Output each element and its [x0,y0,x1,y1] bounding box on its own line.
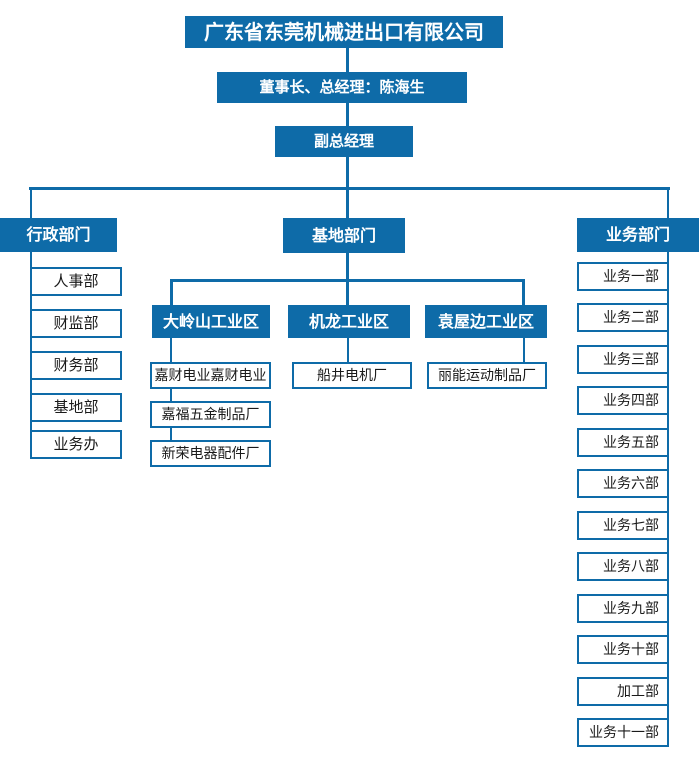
connector-zone1-spine [170,338,172,442]
connector-zone3-spine [523,338,525,363]
admin-child-box: 财监部 [30,309,122,338]
connector-business-spine [667,187,669,733]
connector-zone2-drop [346,279,349,306]
business-child-box: 业务一部 [577,262,669,291]
business-child-box: 业务七部 [577,511,669,540]
factory-box: 嘉财电业嘉财电业 [150,362,271,389]
connector-zone1-drop [170,279,173,306]
factory-box: 新荣电器配件厂 [150,440,271,467]
admin-child-box: 财务部 [30,351,122,380]
deputy-manager-box: 副总经理 [275,126,413,157]
zone-header-dalingshan: 大岭山工业区 [152,305,270,338]
admin-child-box: 基地部 [30,393,122,422]
business-child-box: 业务二部 [577,303,669,332]
connector-trunk-chairman-deputy [346,103,349,126]
connector-trunk-title-chairman [346,46,349,72]
factory-box: 船井电机厂 [292,362,412,389]
business-child-box: 业务十部 [577,635,669,664]
business-child-box: 业务六部 [577,469,669,498]
business-child-box: 业务九部 [577,594,669,623]
chairman-box: 董事长、总经理：陈海生 [217,72,467,103]
factory-box: 丽能运动制品厂 [427,362,547,389]
admin-department-header: 行政部门 [0,218,117,252]
business-child-box: 业务十一部 [577,718,669,747]
connector-zone2-spine [347,338,349,363]
company-box: 广东省东莞机械进出口有限公司 [185,16,503,48]
business-child-box: 加工部 [577,677,669,706]
business-child-box: 业务四部 [577,386,669,415]
business-child-box: 业务三部 [577,345,669,374]
zone-header-jilong: 机龙工业区 [288,305,410,338]
connector-main-horizontal [29,187,670,190]
connector-base-drop [346,252,349,281]
business-department-header: 业务部门 [577,218,699,252]
connector-zone3-drop [522,279,525,306]
admin-child-box: 人事部 [30,267,122,296]
business-child-box: 业务八部 [577,552,669,581]
base-department-header: 基地部门 [283,218,405,253]
factory-box: 嘉福五金制品厂 [150,401,271,428]
zone-header-yuanwubian: 袁屋边工业区 [425,305,547,338]
business-child-box: 业务五部 [577,428,669,457]
admin-child-box: 业务办 [30,430,122,459]
